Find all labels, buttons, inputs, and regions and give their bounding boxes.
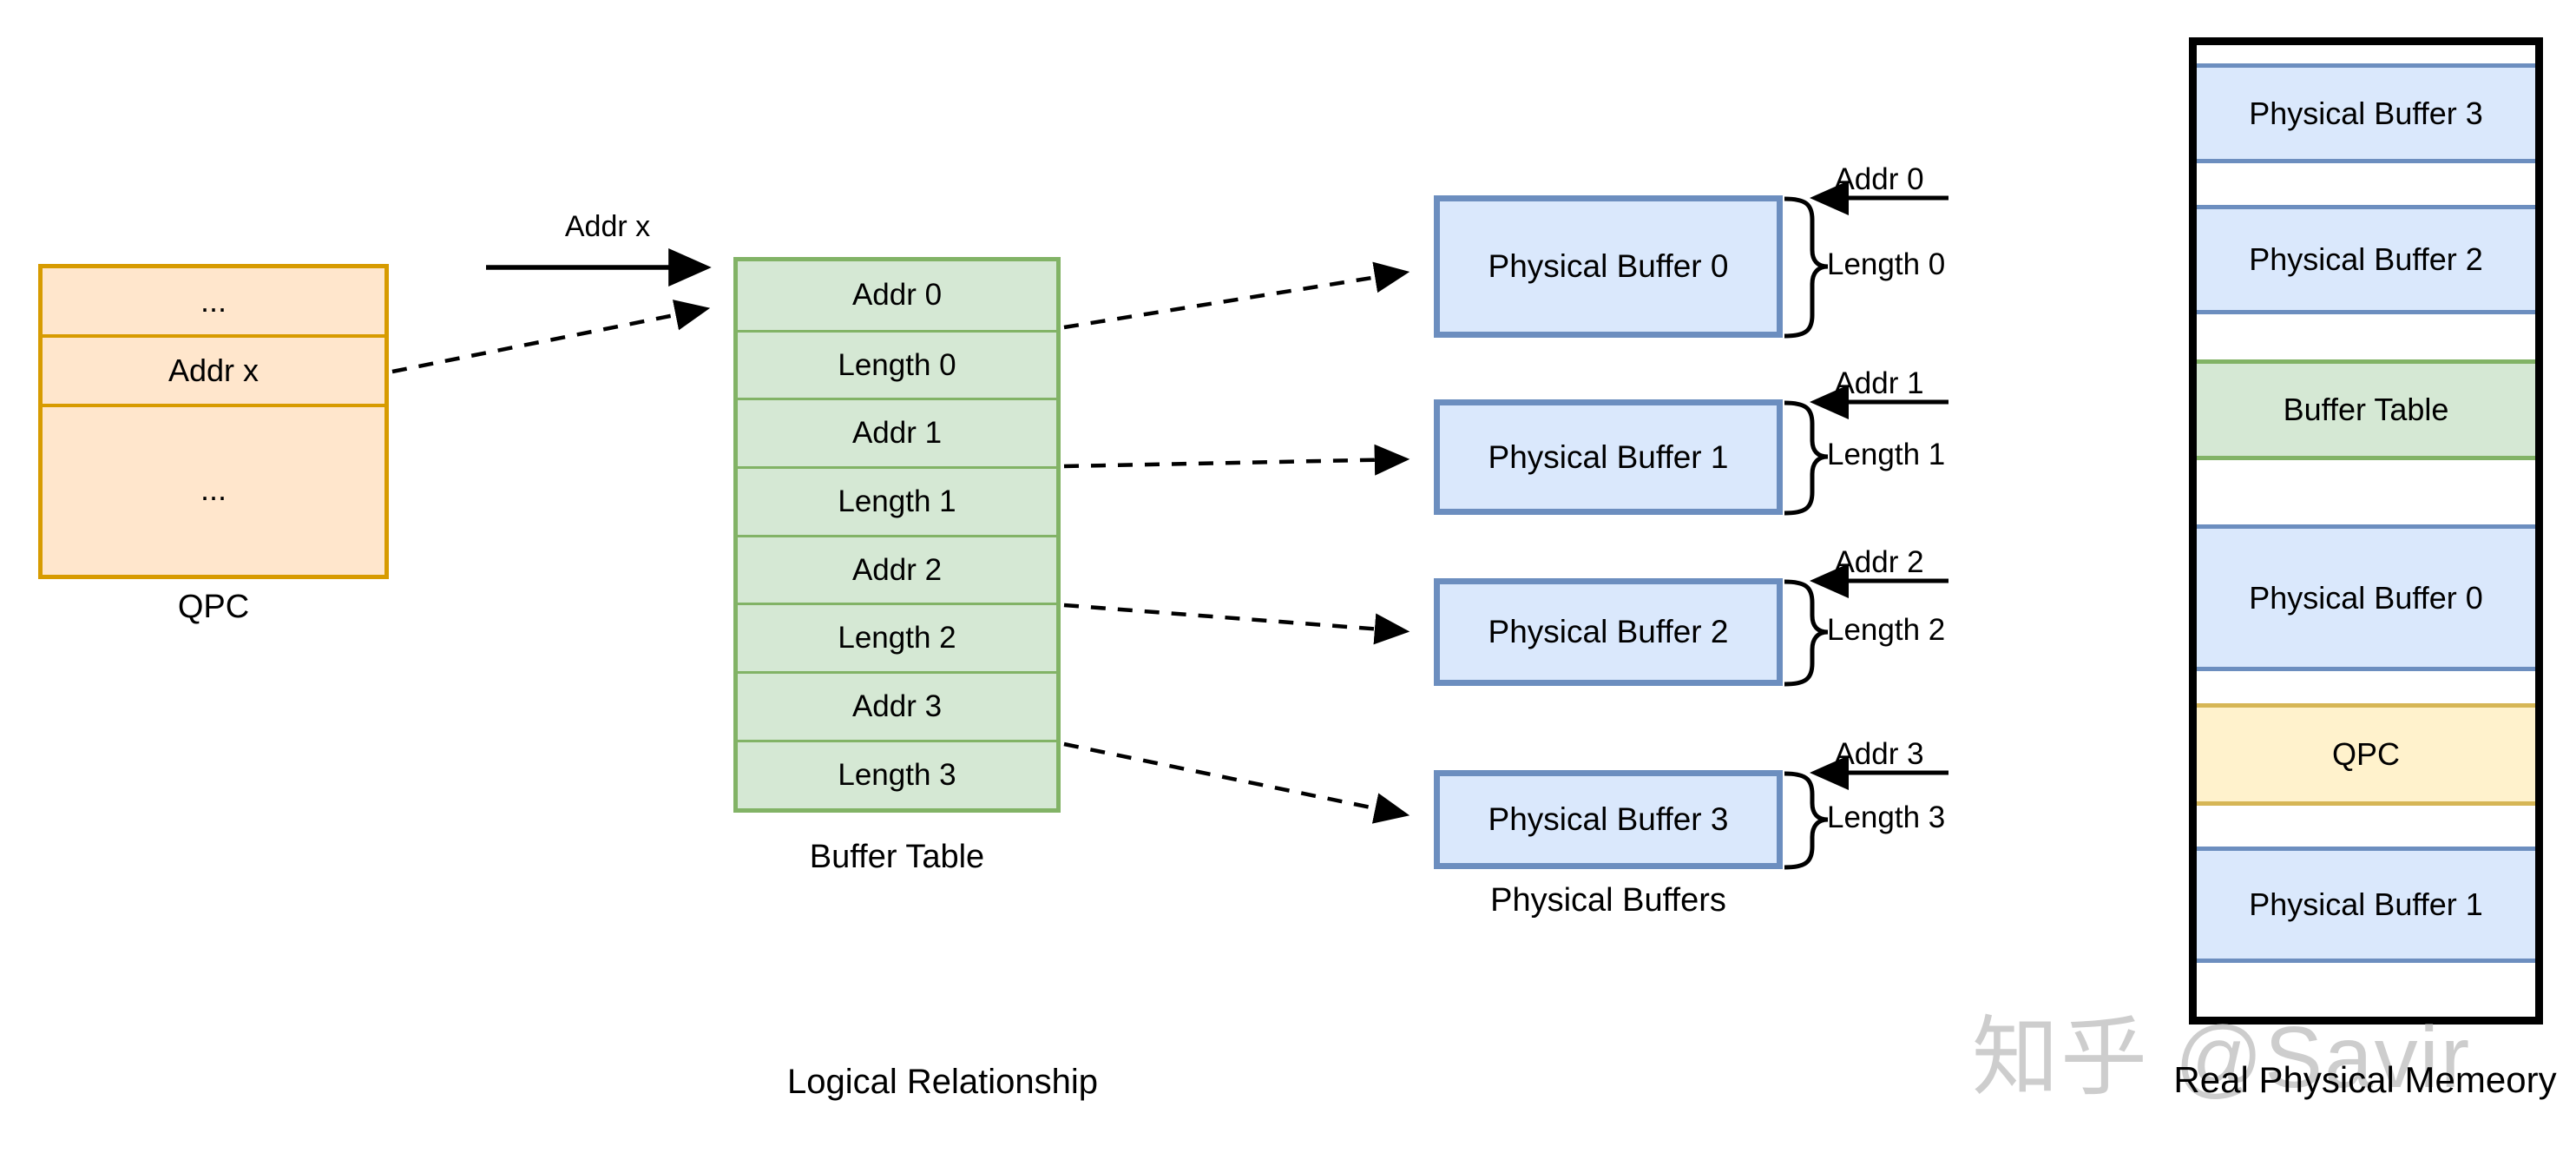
qpc-box: ... Addr x ... (38, 264, 389, 579)
memory-segment-physical-buffer-1: Physical Buffer 1 (2197, 847, 2535, 963)
buffer-table-row: Length 0 (738, 329, 1056, 399)
buffer-table-row: Length 2 (738, 603, 1056, 671)
buffer-table-row: Addr 2 (738, 534, 1056, 603)
length1-brace (1784, 400, 1829, 516)
buffer-table: Addr 0 Length 0 Addr 1 Length 1 Addr 2 L… (733, 257, 1061, 813)
length3-label: Length 3 (1827, 801, 1946, 834)
qpc-row-addr-x: Addr x (43, 334, 384, 404)
physical-buffer-3-box: Physical Buffer 3 (1434, 770, 1783, 869)
length3-brace (1784, 771, 1829, 870)
physical-buffer-1-box: Physical Buffer 1 (1434, 399, 1783, 515)
length0-brace (1784, 196, 1829, 339)
table-to-buffer2-arrow (1063, 603, 1410, 645)
length0-label: Length 0 (1827, 247, 1946, 281)
qpc-to-table-arrow (391, 300, 711, 374)
addr-x-arrow-label: Addr x (564, 210, 651, 243)
buffer-table-caption: Buffer Table (809, 839, 985, 875)
length2-brace (1784, 579, 1829, 687)
length1-label: Length 1 (1827, 438, 1946, 471)
addr0-label: Addr 0 (1834, 162, 1924, 196)
qpc-row-ellipsis-top: ... (200, 283, 227, 319)
buffer-table-row: Addr 1 (738, 398, 1056, 466)
memory-segment-physical-buffer-3: Physical Buffer 3 (2197, 63, 2535, 163)
real-physical-memory-caption: Real Physical Memeory (2173, 1059, 2557, 1100)
physical-buffers-caption: Physical Buffers (1490, 882, 1726, 919)
addr1-label: Addr 1 (1834, 366, 1924, 400)
qpc-row-ellipsis-bottom: ... (43, 404, 384, 571)
buffer-table-row: Addr 0 (851, 278, 943, 313)
memory-segment-buffer-table: Buffer Table (2197, 359, 2535, 460)
buffer-table-row: Addr 3 (738, 671, 1056, 740)
memory-segment-qpc: QPC (2197, 703, 2535, 806)
length2-label: Length 2 (1827, 613, 1946, 647)
physical-buffer-0-box: Physical Buffer 0 (1434, 195, 1783, 338)
memory-segment-physical-buffer-0: Physical Buffer 0 (2197, 524, 2535, 671)
addr2-label: Addr 2 (1834, 545, 1924, 579)
physical-buffer-2-box: Physical Buffer 2 (1434, 578, 1783, 686)
buffer-table-row: Length 3 (738, 739, 1056, 808)
addr3-label: Addr 3 (1834, 737, 1924, 771)
watermark: 知乎 @Savir (1972, 1009, 2472, 1106)
table-to-buffer1-arrow (1063, 444, 1410, 476)
buffer-table-row: Length 1 (738, 466, 1056, 535)
table-to-buffer3-arrow (1063, 741, 1410, 824)
table-to-buffer0-arrow (1063, 261, 1410, 330)
memory-segment-physical-buffer-2: Physical Buffer 2 (2197, 205, 2535, 314)
real-physical-memory-column: Physical Buffer 3 Physical Buffer 2 Buff… (2189, 37, 2543, 1025)
logical-relationship-caption: Logical Relationship (786, 1063, 1098, 1101)
qpc-caption: QPC (177, 589, 250, 625)
